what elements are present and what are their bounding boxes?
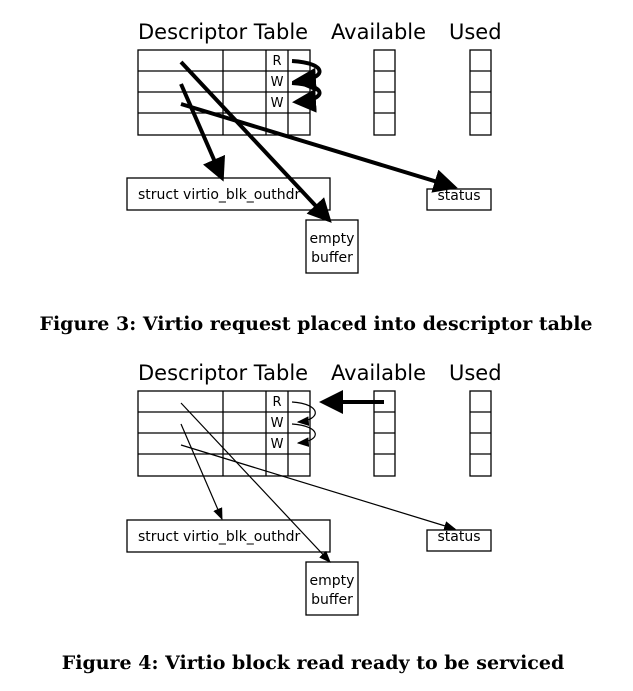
status-box — [426, 529, 492, 552]
empty-buffer-label: empty — [310, 573, 355, 589]
arrow-to-buffer — [179, 60, 332, 223]
arrow-to-status — [180, 444, 457, 531]
status-box — [426, 188, 492, 211]
available-ring — [373, 49, 396, 136]
arrow-to-status — [180, 102, 458, 193]
descriptor-flag: R — [272, 54, 281, 69]
descriptor-arrows — [179, 59, 458, 223]
descriptor-flag: W — [271, 437, 284, 452]
descriptor-table-heading: Descriptor Table — [138, 361, 308, 385]
arrow-to-header — [179, 83, 226, 182]
available-ring — [373, 390, 396, 477]
descriptor-flag: W — [271, 96, 284, 111]
figure-4-caption: Figure 4: Virtio block read ready to be … — [62, 652, 565, 674]
figure-3: Descriptor Table Available Used R W W — [39, 20, 592, 335]
used-ring — [469, 49, 492, 136]
outhdr-box — [126, 519, 331, 553]
descriptor-table: R W W — [137, 390, 311, 477]
chain-arrow — [291, 423, 316, 447]
arrow-to-buffer — [180, 402, 331, 563]
available-heading: Available — [331, 361, 426, 385]
chain-arrow — [291, 59, 322, 92]
descriptor-flag: W — [271, 75, 284, 90]
chain-arrow — [291, 81, 322, 113]
empty-buffer-box — [305, 561, 359, 616]
descriptor-table: R W W — [137, 49, 311, 136]
status-label: status — [437, 529, 480, 545]
descriptor-arrows — [180, 401, 457, 563]
used-ring — [469, 390, 492, 477]
chain-arrow — [291, 401, 316, 426]
descriptor-table-heading: Descriptor Table — [138, 20, 308, 44]
arrow-to-header — [180, 423, 223, 521]
figure-3-caption: Figure 3: Virtio request placed into des… — [39, 313, 592, 335]
empty-buffer-label: buffer — [311, 592, 353, 608]
outhdr-label: struct virtio_blk_outhdr — [138, 529, 300, 545]
empty-buffer-label: empty — [310, 231, 355, 247]
empty-buffer-label: buffer — [311, 250, 353, 266]
outhdr-label: struct virtio_blk_outhdr — [138, 187, 300, 203]
figure-4: Descriptor Table Available Used R W W — [62, 361, 565, 674]
descriptor-flag: W — [271, 416, 284, 431]
outhdr-box — [126, 177, 331, 211]
used-heading: Used — [449, 361, 502, 385]
status-label: status — [437, 188, 480, 204]
available-heading: Available — [331, 20, 426, 44]
used-heading: Used — [449, 20, 502, 44]
empty-buffer-box — [305, 219, 359, 274]
descriptor-flag: R — [272, 395, 281, 410]
